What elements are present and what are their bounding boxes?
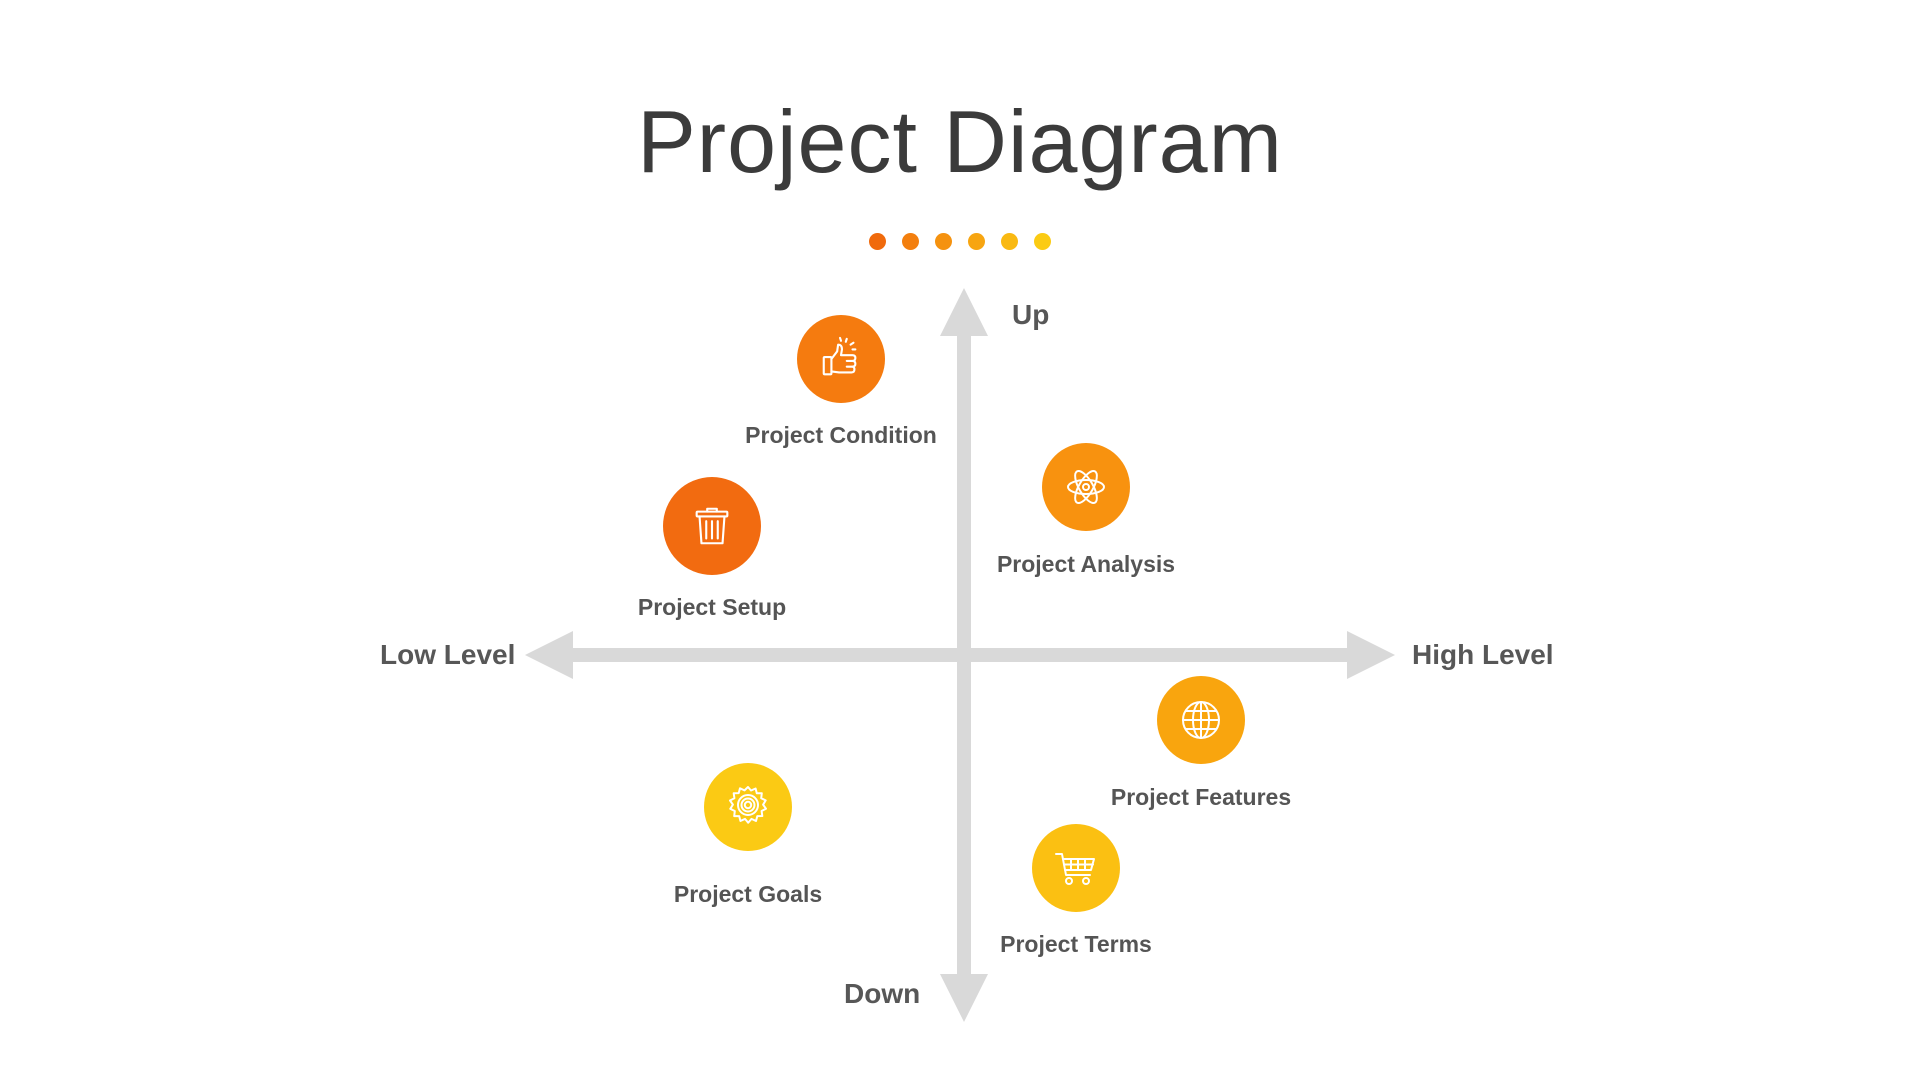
horizontal-axis-line [565,648,1365,662]
thumbs-up-icon [797,315,885,403]
node-label: Project Setup [637,594,787,620]
globe-icon [1157,676,1245,764]
right-arrowhead [1347,631,1395,679]
decorative-dot [935,233,952,250]
down-arrowhead [940,974,988,1022]
axis-label-up: Up [1012,299,1050,330]
decorative-dot [1034,233,1051,250]
atom-icon [1042,443,1130,531]
decorative-dot [869,233,886,250]
left-arrowhead [525,631,573,679]
trash-can-icon [663,477,761,575]
page-title: Project Diagram [637,92,1283,191]
decorative-dot [1001,233,1018,250]
node-label: Project Analysis [996,551,1176,577]
decorative-dot [902,233,919,250]
decorative-dot [968,233,985,250]
node-label: Project Features [1110,784,1292,810]
node-label: Project Condition [745,422,937,448]
axis-label-high-level: High Level [1412,639,1554,670]
decorative-dots [0,233,1920,250]
node-label: Project Terms [1000,931,1152,957]
up-arrowhead [940,288,988,336]
axis-label-down: Down [844,978,921,1009]
node-label: Project Goals [673,881,823,907]
axis-label-low-level: Low Level [380,639,516,670]
shopping-cart-icon [1032,824,1120,912]
gear-icon [704,763,792,851]
